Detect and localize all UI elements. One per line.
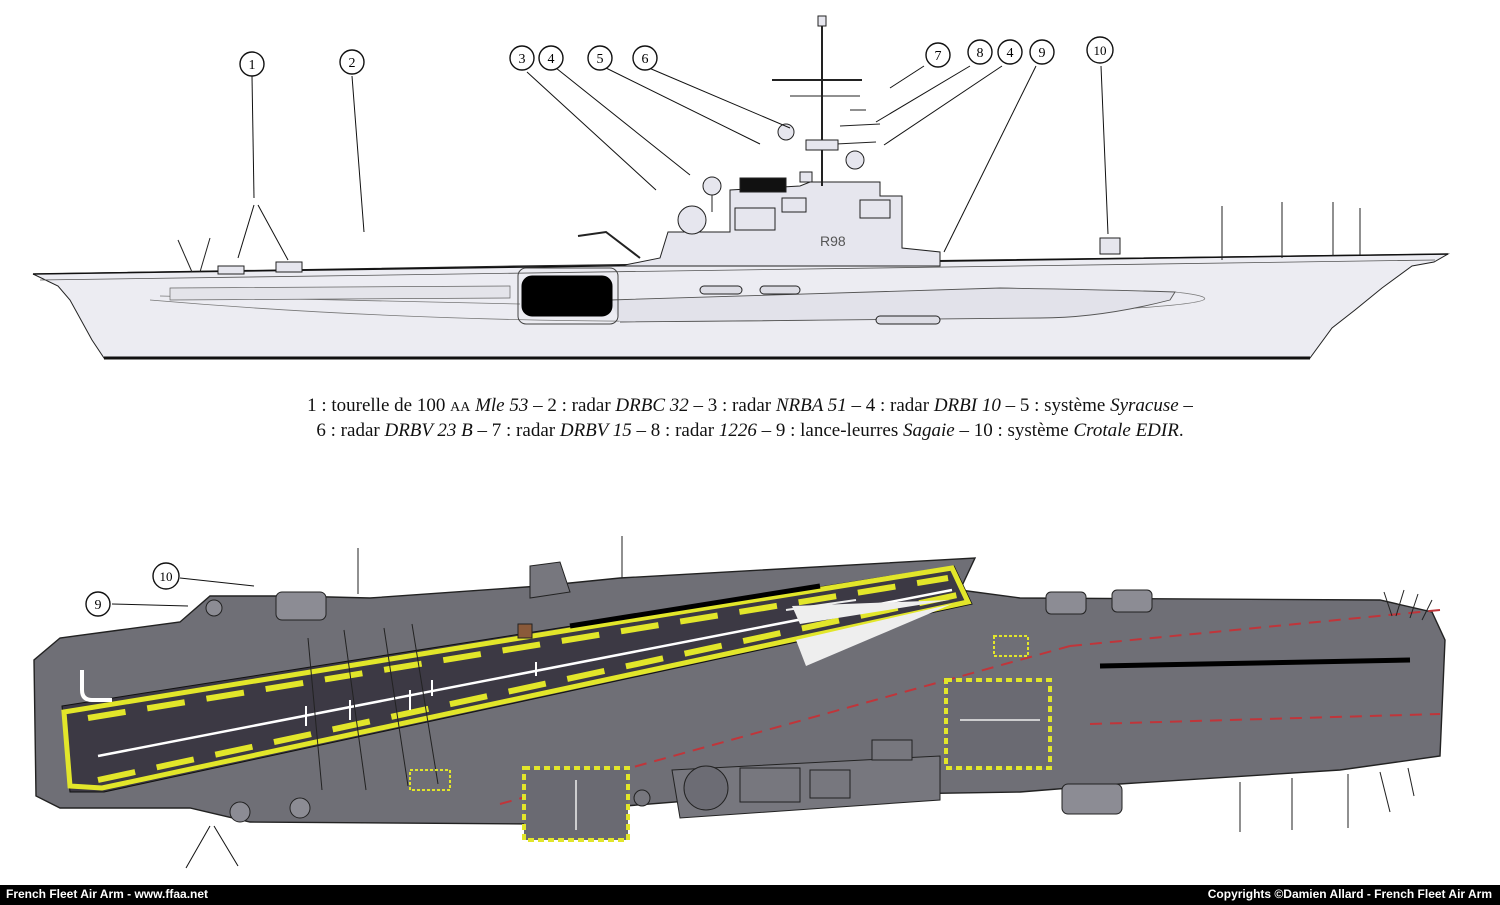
caption-segment: 1 : tourelle de 100 bbox=[307, 395, 451, 416]
caption-segment: Syracuse bbox=[1110, 395, 1179, 416]
side-elevator-opening bbox=[521, 275, 613, 317]
caption-segment: – 5 : système bbox=[1000, 395, 1111, 416]
plan-turrets bbox=[205, 589, 1153, 823]
svg-text:2: 2 bbox=[349, 56, 356, 71]
plan-catapult-aft bbox=[1099, 657, 1411, 669]
plan-callout-10: 10 bbox=[152, 562, 180, 590]
plan-view bbox=[33, 536, 1446, 842]
svg-text:6: 6 bbox=[642, 52, 649, 67]
caption-segment: – 9 : lance-leurres bbox=[756, 420, 903, 441]
caption-segment: – 2 : radar bbox=[528, 395, 616, 416]
caption-segment: . bbox=[1178, 420, 1184, 441]
plan-arrester-wires bbox=[307, 623, 439, 791]
caption-line-2: 6 : radar DRBV 23 B – 7 : radar DRBV 15 … bbox=[0, 420, 1500, 442]
plan-leader-lines bbox=[111, 577, 255, 869]
footer-left-text: French Fleet Air Arm - www.ffaa.net bbox=[6, 887, 209, 901]
side-mast bbox=[772, 15, 881, 186]
side-island bbox=[619, 171, 941, 267]
plan-deck bbox=[33, 557, 1446, 825]
caption-segment: – 3 : radar bbox=[688, 395, 776, 416]
caption-line-1: 1 : tourelle de 100 AA Mle 53 – 2 : rada… bbox=[0, 395, 1500, 417]
side-callouts: 1 2 3 4 5 6 7 8 4 9 10 bbox=[239, 36, 1114, 77]
caption-segment: – 4 : radar bbox=[846, 395, 934, 416]
caption-segment: 6 : radar bbox=[316, 420, 385, 441]
callout-6: 6 bbox=[632, 45, 658, 71]
caption-segment: Mle 53 bbox=[470, 395, 529, 416]
caption-segment: AA bbox=[450, 400, 471, 415]
plan-elevator-centre bbox=[944, 678, 1052, 770]
caption-segment: – 7 : radar bbox=[472, 420, 560, 441]
callout-3: 3 bbox=[509, 45, 535, 71]
callout-5: 5 bbox=[587, 45, 613, 71]
footer-bar: French Fleet Air Arm - www.ffaa.net Copy… bbox=[0, 885, 1500, 905]
svg-text:5: 5 bbox=[597, 52, 604, 67]
side-profile: R98 bbox=[32, 15, 1450, 360]
footer-right-text: Copyrights ©Damien Allard - French Fleet… bbox=[1207, 887, 1492, 901]
svg-text:10: 10 bbox=[1094, 43, 1107, 58]
caption-segment: DRBC 32 bbox=[615, 395, 689, 416]
callout-10: 10 bbox=[1086, 36, 1114, 64]
plan-island bbox=[633, 739, 941, 819]
svg-text:1: 1 bbox=[249, 58, 256, 73]
svg-text:10: 10 bbox=[160, 569, 173, 584]
caption-segment: – bbox=[1178, 395, 1193, 416]
callout-1: 1 bbox=[239, 51, 265, 77]
side-radome-nrba51 bbox=[677, 205, 707, 235]
callout-4a: 4 bbox=[538, 45, 564, 71]
caption-segment: – 10 : système bbox=[954, 420, 1074, 441]
caption-segment: DRBV 15 bbox=[559, 420, 632, 441]
plan-arrow-markings bbox=[785, 599, 952, 666]
callout-4b: 4 bbox=[997, 39, 1023, 65]
svg-text:9: 9 bbox=[1039, 46, 1046, 61]
plan-u-marking bbox=[80, 670, 112, 702]
svg-text:9: 9 bbox=[95, 598, 102, 613]
side-leader-lines bbox=[237, 65, 1109, 261]
svg-text:4: 4 bbox=[1007, 46, 1014, 61]
svg-text:8: 8 bbox=[977, 46, 984, 61]
caption-segment: Crotale EDIR bbox=[1073, 420, 1179, 441]
caption-segment: DRBI 10 bbox=[933, 395, 1001, 416]
svg-text:7: 7 bbox=[935, 49, 942, 64]
svg-text:4: 4 bbox=[548, 52, 555, 67]
callout-9: 9 bbox=[1029, 39, 1055, 65]
callout-7: 7 bbox=[925, 42, 951, 68]
caption-segment: – 8 : radar bbox=[631, 420, 719, 441]
plan-callouts: 10 9 bbox=[85, 562, 180, 617]
caption-segment: 1226 bbox=[718, 420, 757, 441]
caption-segment: Sagaie bbox=[903, 420, 955, 441]
plan-callout-9: 9 bbox=[85, 591, 111, 617]
hull-number: R98 bbox=[820, 233, 846, 249]
callout-2: 2 bbox=[339, 49, 365, 75]
callout-8: 8 bbox=[967, 39, 993, 65]
caption-segment: NRBA 51 bbox=[775, 395, 847, 416]
caption-segment: DRBV 23 B bbox=[384, 420, 473, 441]
svg-text:3: 3 bbox=[519, 52, 526, 67]
plan-catapult-forward bbox=[569, 583, 821, 629]
